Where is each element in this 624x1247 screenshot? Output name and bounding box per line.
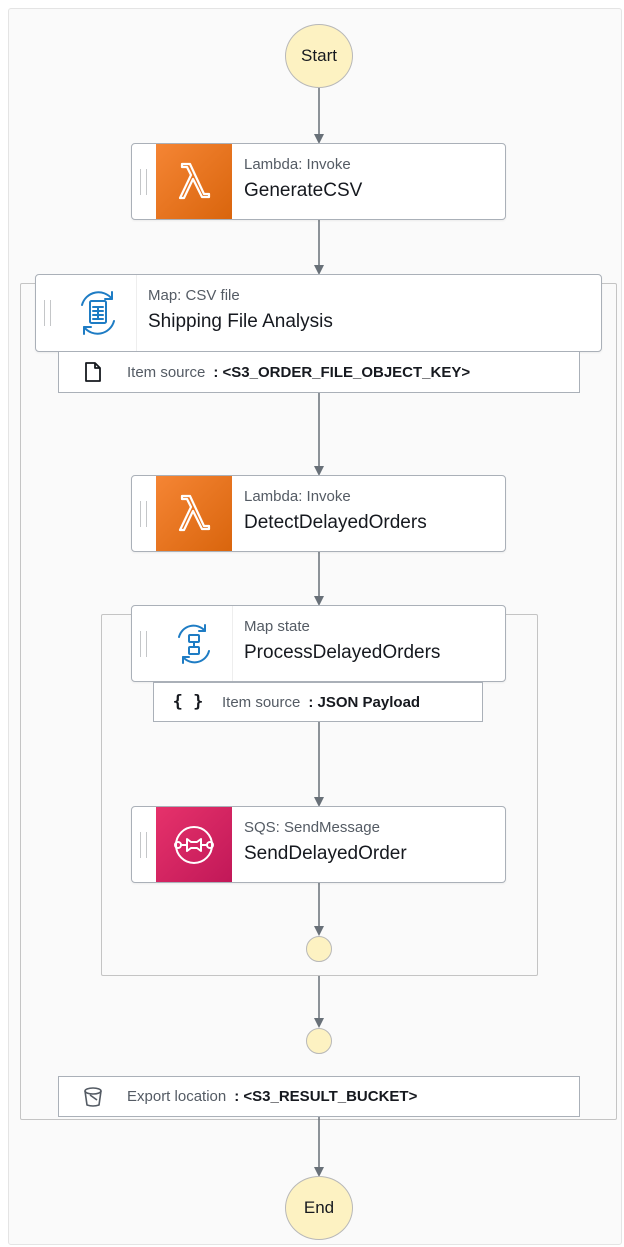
item-source-bar-inner[interactable]: { } Item source : JSON Payload [153,682,483,722]
end-label: End [303,1198,335,1217]
export-location-bar[interactable]: Export location : <S3_RESULT_BUCKET> [58,1076,580,1117]
outer-map-end-node[interactable] [306,1028,332,1054]
item-source-value: : <S3_ORDER_FILE_OBJECT_KEY> [213,363,471,381]
json-braces-icon: { } [172,692,204,712]
drag-handle[interactable] [140,500,147,527]
state-shipping-file-analysis[interactable]: Map: CSV file Shipping File Analysis [35,274,602,352]
export-location-label: Export location [127,1088,227,1105]
state-detect-delayed-orders[interactable]: Lambda: Invoke DetectDelayedOrders [131,475,506,552]
item-source-bar-outer[interactable]: Item source : <S3_ORDER_FILE_OBJECT_KEY> [58,351,580,393]
state-type: Lambda: Invoke [244,488,351,505]
item-source-value: : JSON Payload [308,693,421,711]
state-process-delayed-orders[interactable]: Map state ProcessDelayedOrders [131,605,506,682]
state-name: SendDelayedOrder [244,843,407,864]
sqs-icon [156,807,232,882]
drag-handle[interactable] [44,300,51,326]
state-name: Shipping File Analysis [148,311,333,332]
drag-handle[interactable] [140,630,147,657]
state-type: Map state [244,618,310,635]
item-source-label: Item source [127,363,206,381]
export-location-value: : <S3_RESULT_BUCKET> [234,1088,418,1105]
drag-handle[interactable] [140,831,147,858]
drag-handle[interactable] [140,168,147,195]
state-type: SQS: SendMessage [244,819,380,836]
start-node[interactable]: Start [285,24,353,88]
start-label: Start [301,46,337,65]
state-name: DetectDelayedOrders [244,512,427,533]
lambda-icon [156,476,232,551]
end-node[interactable]: End [285,1176,353,1240]
state-type: Lambda: Invoke [244,156,351,173]
csv-map-icon [60,275,137,351]
bucket-icon [59,1086,127,1108]
inner-map-end-node[interactable] [306,936,332,962]
state-send-delayed-order[interactable]: SQS: SendMessage SendDelayedOrder [131,806,506,883]
state-generate-csv[interactable]: Lambda: Invoke GenerateCSV [131,143,506,220]
item-source-label: Item source [222,693,301,711]
state-name: GenerateCSV [244,180,363,201]
lambda-icon [156,144,232,219]
map-state-icon [156,606,233,681]
state-type: Map: CSV file [148,287,240,304]
file-icon [59,362,127,382]
state-name: ProcessDelayedOrders [244,642,441,663]
